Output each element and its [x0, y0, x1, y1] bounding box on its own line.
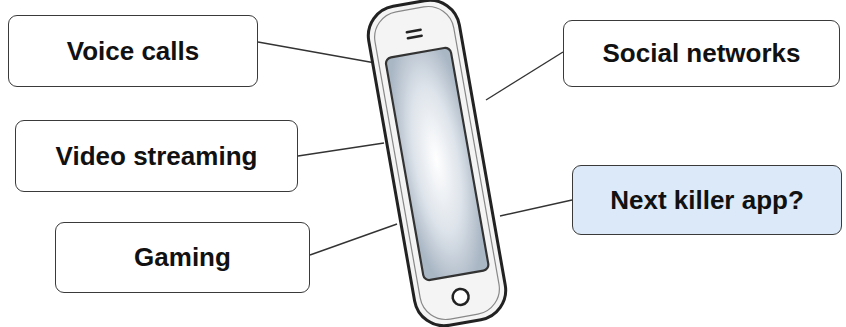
label-box: Video streaming: [15, 120, 298, 192]
highlight-box: Next killer app?: [572, 165, 842, 235]
leader-line: [298, 143, 384, 156]
leader-line: [258, 42, 381, 64]
label-box: Voice calls: [8, 15, 258, 87]
box-label: Next killer app?: [610, 186, 804, 215]
box-label: Gaming: [134, 243, 231, 272]
box-label: Voice calls: [67, 37, 200, 66]
leader-line: [500, 200, 572, 216]
box-label: Video streaming: [56, 142, 258, 171]
leader-line: [486, 52, 563, 100]
leader-line: [310, 224, 397, 255]
label-box: Gaming: [55, 222, 310, 293]
phone: [364, 0, 511, 327]
box-label: Social networks: [603, 39, 801, 68]
label-box: Social networks: [563, 20, 840, 87]
